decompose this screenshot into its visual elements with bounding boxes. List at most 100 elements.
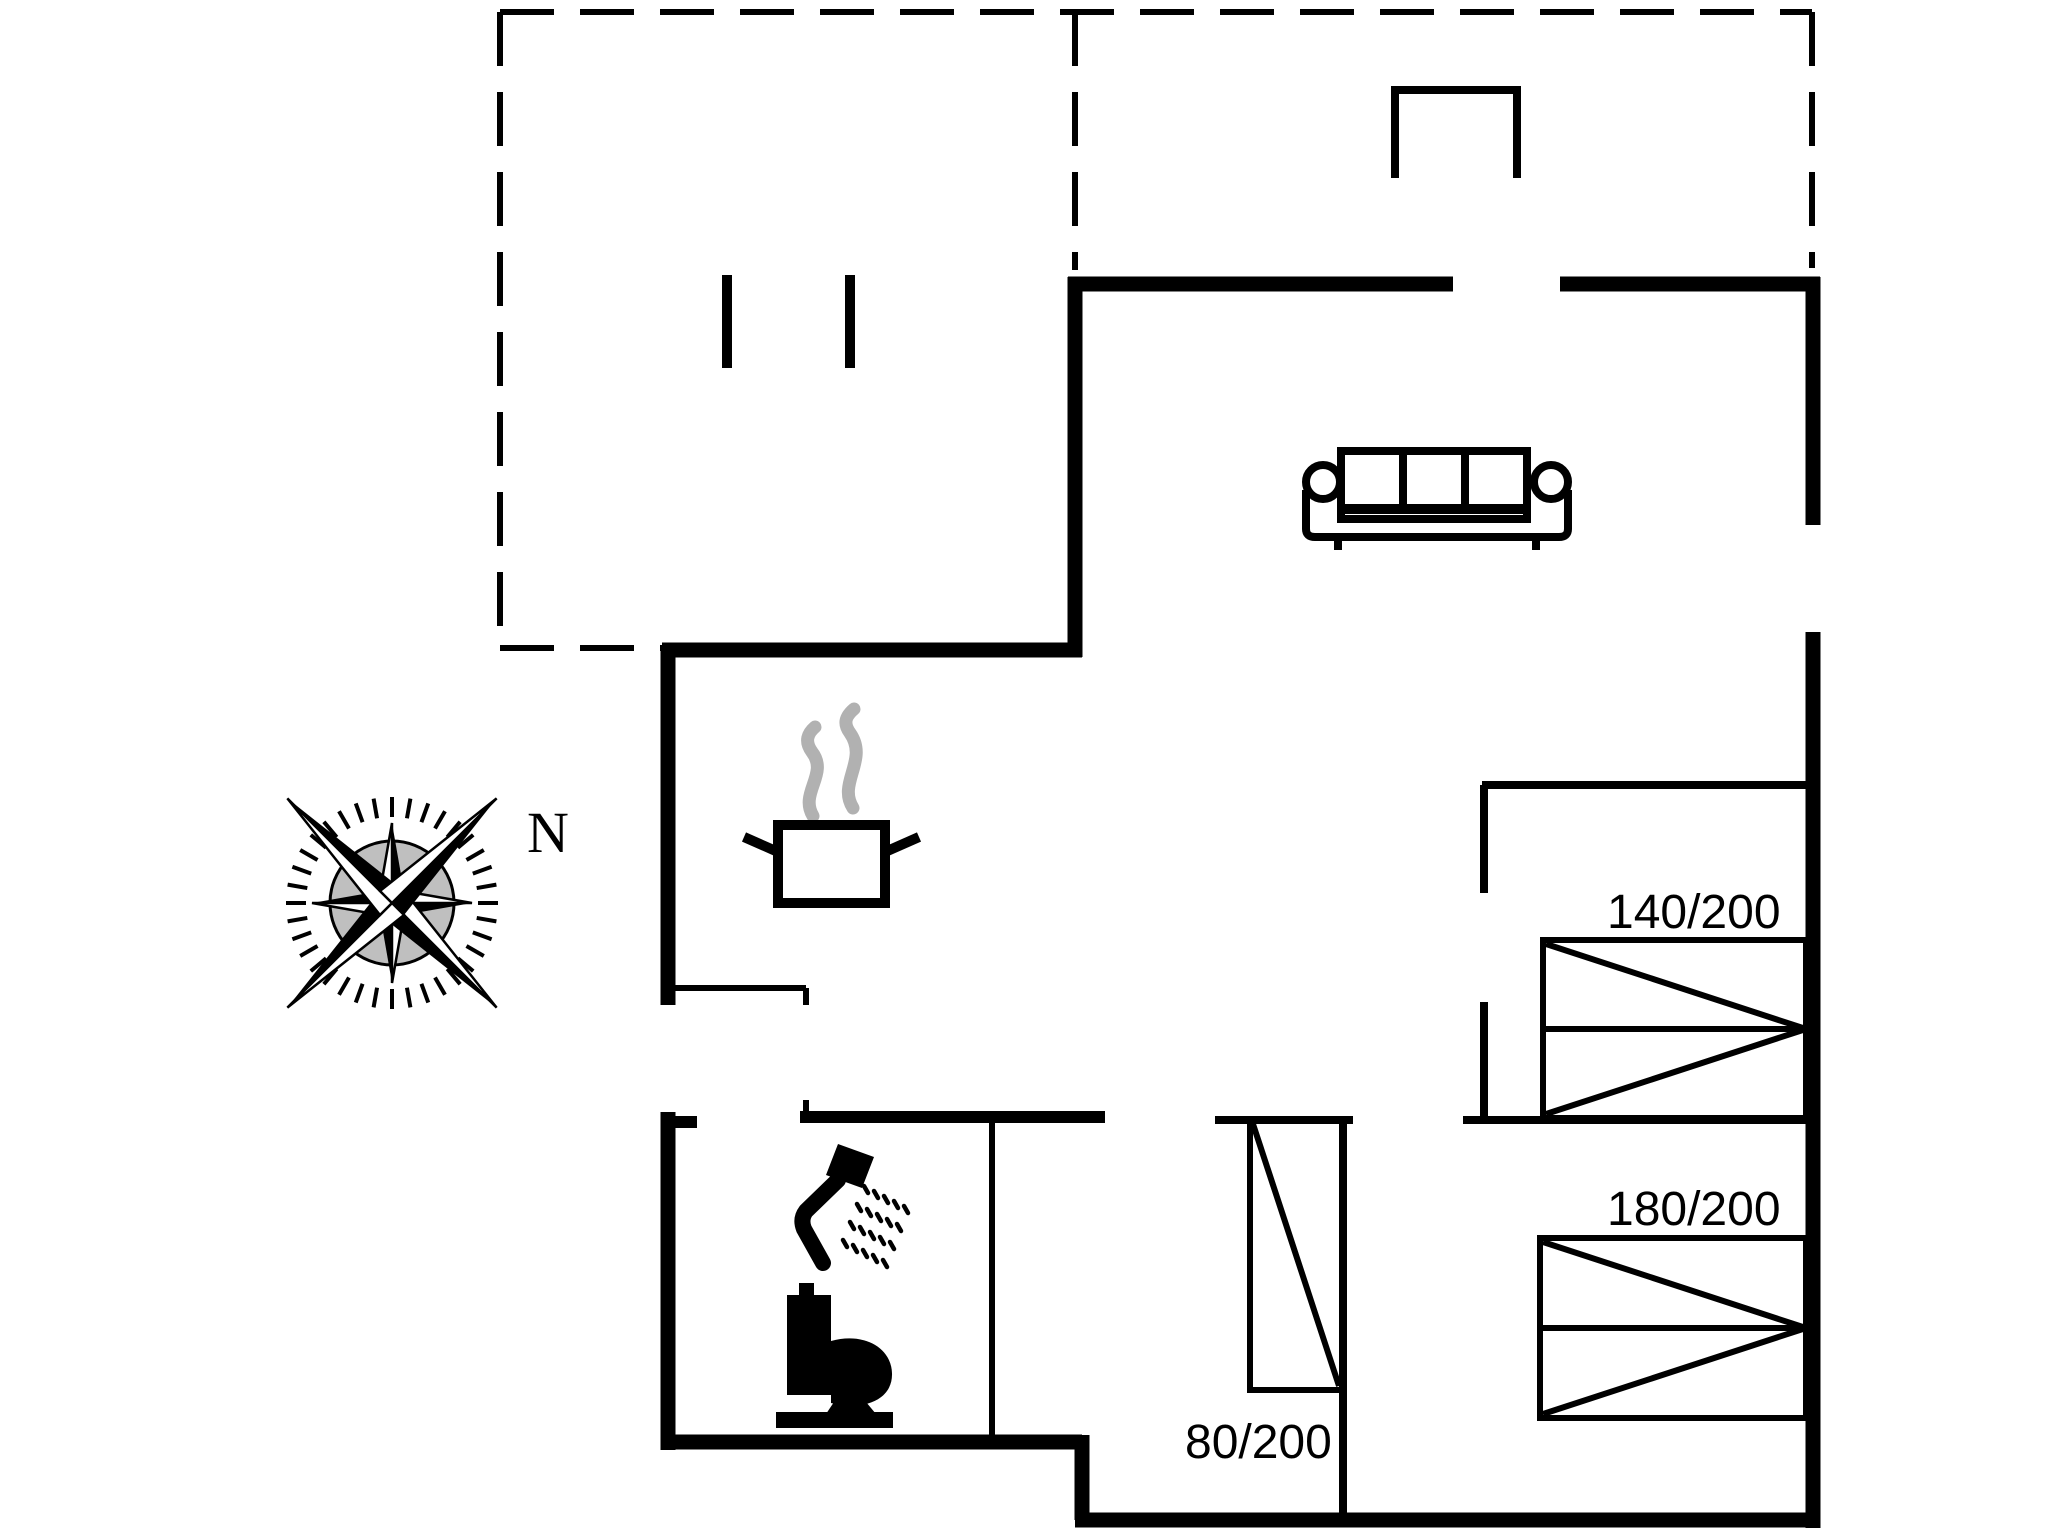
- label-bed-140: 140/200: [1607, 886, 1781, 939]
- label-bed-180: 180/200: [1607, 1183, 1781, 1236]
- shower-spray-dot: [887, 1239, 897, 1252]
- toilet-tank: [787, 1295, 831, 1395]
- bed-icon-180: [1537, 1235, 1809, 1421]
- compass-tick-mark: [371, 987, 380, 1008]
- exterior-walls: [660, 276, 1821, 1528]
- pot-handle-left: [741, 832, 781, 857]
- wardrobe-outline: [1247, 1117, 1345, 1393]
- compass-tick-mark: [404, 987, 413, 1008]
- compass-tick-mark: [322, 820, 339, 839]
- compass-star-point: [287, 890, 392, 1008]
- shower-spray-dot: [884, 1216, 894, 1229]
- compass-tick-mark: [419, 983, 431, 1004]
- shower-spray-dot: [867, 1229, 877, 1242]
- bed-180-fold-top: [1542, 1239, 1807, 1331]
- compass-tick-mark: [337, 810, 351, 830]
- compass-tick-mark: [476, 915, 497, 924]
- shower-spray-dot: [870, 1252, 880, 1265]
- shower-spray-dot: [850, 1242, 860, 1255]
- compass-tick-mark: [299, 848, 319, 862]
- compass-tick-mark: [419, 802, 431, 823]
- dashed-outline: [497, 9, 1815, 651]
- compass-star-point: [286, 901, 406, 1009]
- sofa-seat-band: [1337, 506, 1531, 523]
- porch-outline: [1391, 86, 1521, 178]
- shower-spray-dot: [877, 1234, 887, 1247]
- shower-spray-dot: [861, 1183, 871, 1196]
- shower-spray-dot: [860, 1247, 870, 1260]
- compass-tick-mark: [353, 802, 365, 823]
- shower-spray-dot: [894, 1221, 904, 1234]
- sofa-cushion: [1399, 447, 1469, 512]
- shower-spray-dot: [871, 1188, 881, 1201]
- compass-tick-mark: [472, 930, 493, 942]
- shower-spray-dot: [891, 1198, 901, 1211]
- shower-spray-dot: [857, 1224, 867, 1237]
- compass-star-point-group: [378, 797, 498, 916]
- shower-spray-dot: [881, 1193, 891, 1206]
- shower-icon: [794, 1144, 911, 1271]
- bed-140-fold-bottom: [1545, 1026, 1807, 1117]
- compass-tick-mark: [291, 930, 312, 942]
- compass-star-point-group: [286, 890, 406, 1009]
- compass-tick-mark: [476, 882, 497, 891]
- steam-icon: [801, 702, 863, 823]
- label-wardrobe-80: 80/200: [1185, 1416, 1332, 1469]
- compass-star: [286, 797, 498, 1009]
- toilet-button: [799, 1283, 814, 1297]
- shower-spray-dot: [864, 1206, 874, 1219]
- compass-north-label: N: [527, 800, 569, 865]
- bed-140-fold-top: [1545, 941, 1807, 1032]
- toilet-pedestal: [826, 1402, 876, 1414]
- pot-handle-right: [882, 832, 922, 857]
- compass-tick-mark: [287, 915, 308, 924]
- wardrobe-diagonal: [1250, 1123, 1342, 1387]
- entrance-porch-walls: [1391, 86, 1521, 178]
- shower-spray-dot: [847, 1219, 857, 1232]
- compass-tick-mark: [433, 810, 447, 830]
- sofa-cushion: [1337, 447, 1407, 512]
- toilet-bowl: [831, 1338, 893, 1406]
- compass-star-point: [286, 797, 394, 917]
- steam-wisp-right: [839, 702, 863, 815]
- compass-tick-mark: [472, 864, 493, 876]
- sofa-arm-left: [1302, 461, 1344, 503]
- bed-180-fold-bottom: [1542, 1325, 1807, 1417]
- compass-star-point: [392, 798, 497, 916]
- compass-tick-mark: [299, 944, 319, 958]
- carport-posts: [722, 275, 855, 368]
- bed-icon-140: [1540, 937, 1809, 1121]
- sofa-arm-right: [1530, 461, 1572, 503]
- compass-tick-ring: [286, 797, 498, 1009]
- shower-spray-dots: [840, 1183, 911, 1270]
- sofa-body: [1302, 490, 1572, 541]
- compass-tick-mark: [287, 882, 308, 891]
- compass-star-point: [287, 798, 405, 903]
- compass-tick-mark: [291, 864, 312, 876]
- steam-wisp-left: [801, 720, 824, 823]
- compass-tick-mark: [404, 798, 413, 819]
- compass-tick-mark: [337, 976, 351, 996]
- compass-tick-mark: [456, 833, 475, 850]
- sofa-icon: [1302, 447, 1572, 550]
- toilet-foot: [776, 1412, 893, 1428]
- pot-body: [773, 820, 890, 908]
- compass-star-point: [378, 797, 498, 905]
- compass-tick-mark: [433, 976, 447, 996]
- compass-star-point: [379, 903, 497, 1008]
- compass-tick-mark: [465, 848, 485, 862]
- shower-spray-dot: [901, 1203, 911, 1216]
- compass-tick-mark: [353, 983, 365, 1004]
- wardrobe-icon-80: [1247, 1117, 1345, 1393]
- shower-spray-dot: [874, 1211, 884, 1224]
- sofa-cushion: [1461, 447, 1531, 512]
- toilet-icon: [776, 1283, 893, 1428]
- compass-tick-mark: [465, 944, 485, 958]
- shower-spray-dot: [880, 1257, 890, 1270]
- shower-spray-dot: [840, 1237, 850, 1250]
- compass-star-point-group: [286, 797, 405, 917]
- cooking-pot-icon: [741, 820, 922, 908]
- compass-tick-mark: [371, 798, 380, 819]
